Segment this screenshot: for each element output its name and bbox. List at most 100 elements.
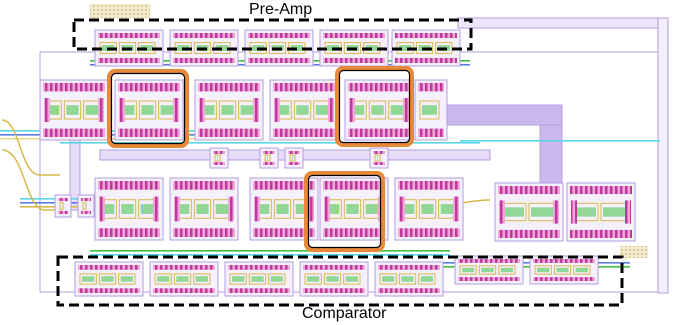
- device: [418, 273, 436, 285]
- layout-cell: [149, 261, 219, 297]
- device-active: [221, 105, 234, 115]
- device-active: [575, 267, 588, 273]
- finger-row: [323, 228, 385, 237]
- device: [79, 273, 97, 285]
- finger-row: [263, 162, 275, 165]
- device-active: [574, 207, 596, 217]
- device: [289, 154, 296, 162]
- finger-row: [213, 151, 225, 154]
- device-active: [401, 276, 414, 282]
- device: [368, 100, 387, 120]
- side-fingers: [173, 98, 179, 122]
- layout-cell: [319, 177, 389, 241]
- finger-row: [58, 210, 68, 214]
- side-fingers: [44, 98, 50, 122]
- device: [478, 265, 497, 275]
- device-active: [217, 156, 218, 160]
- finger-row: [173, 57, 235, 63]
- device-active: [176, 276, 189, 282]
- trace: [1, 149, 70, 211]
- finger-row: [253, 181, 315, 190]
- layout-cell: [284, 147, 304, 169]
- finger-row: [348, 83, 410, 92]
- layout-cell: [259, 147, 279, 169]
- device-active: [160, 105, 173, 115]
- device: [379, 273, 397, 285]
- highlight-box-inner: [307, 174, 382, 249]
- layout-cell: [566, 182, 636, 242]
- layout-cell: [114, 79, 184, 141]
- device-active: [82, 276, 95, 282]
- finger-row: [395, 33, 457, 39]
- device: [273, 199, 292, 219]
- layout-cell: [529, 255, 599, 285]
- layout-cell: [77, 194, 95, 218]
- finger-row: [248, 57, 310, 63]
- finger-row: [153, 288, 215, 293]
- device: [553, 265, 572, 275]
- highlight-box-inner: [110, 72, 186, 145]
- comparator-group-outline: [56, 255, 624, 307]
- side-fingers: [99, 196, 105, 222]
- finger-row: [173, 228, 235, 237]
- device: [193, 42, 212, 54]
- device-active: [196, 204, 209, 214]
- layout-cell: [494, 182, 564, 242]
- finger-row: [398, 181, 460, 190]
- finger-row: [288, 151, 300, 154]
- finger-row: [248, 33, 310, 39]
- device: [218, 100, 237, 120]
- device: [343, 273, 361, 285]
- layout-cell: [454, 255, 524, 285]
- finger-row: [498, 186, 560, 195]
- finger-row: [98, 181, 160, 190]
- layout-cell: [39, 79, 109, 141]
- finger-row: [398, 228, 460, 237]
- device-active: [346, 204, 359, 214]
- finger-row: [323, 33, 385, 39]
- device: [248, 273, 267, 285]
- device-active: [141, 105, 154, 115]
- pre-amp-group-outline: [72, 18, 473, 51]
- side-fingers: [253, 98, 259, 122]
- finger-row: [378, 288, 440, 293]
- finger-row: [198, 83, 260, 92]
- side-fingers: [553, 200, 559, 224]
- device-active: [157, 276, 170, 282]
- device-active: [399, 45, 412, 51]
- pre-amp-label: Pre-Amp: [249, 1, 313, 18]
- trace: [1, 119, 60, 176]
- finger-row: [303, 288, 365, 293]
- finger-row: [173, 181, 235, 190]
- device-active: [240, 105, 253, 115]
- device-active: [603, 207, 625, 217]
- device: [374, 154, 381, 162]
- device-active: [296, 105, 309, 115]
- wire: [90, 254, 450, 256]
- side-fingers: [153, 196, 159, 222]
- device: [343, 199, 362, 219]
- device-active: [140, 204, 153, 214]
- side-fingers: [98, 98, 104, 122]
- device: [573, 265, 591, 275]
- device: [343, 42, 362, 54]
- finger-row: [198, 128, 260, 137]
- finger-row: [570, 186, 632, 195]
- device-active: [232, 276, 245, 282]
- finger-row: [273, 83, 335, 92]
- side-fingers: [174, 196, 180, 222]
- layout-cell: [169, 177, 239, 241]
- device-active: [371, 105, 384, 115]
- finger-row: [458, 259, 520, 263]
- finger-row: [43, 128, 105, 137]
- top-bus: [457, 17, 669, 29]
- highlight-box-inner: [338, 69, 411, 144]
- highlight-box: [107, 69, 189, 148]
- horizontal-bus: [439, 104, 563, 126]
- device: [293, 100, 312, 120]
- side-fingers: [453, 196, 459, 222]
- finger-row: [498, 229, 560, 238]
- layout-cell: [344, 79, 414, 141]
- side-fingers: [499, 200, 505, 224]
